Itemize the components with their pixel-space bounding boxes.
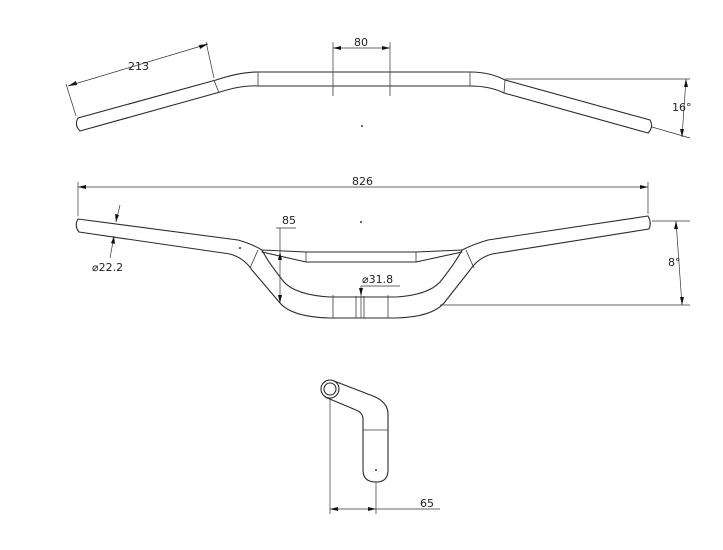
side-view-center-point xyxy=(375,469,377,471)
front-view-bar-upper-edge xyxy=(77,215,649,253)
front-view-bend-right xyxy=(465,249,475,269)
dim-grip-length-label: 213 xyxy=(128,60,149,73)
top-view-grip-mark-left xyxy=(213,79,220,94)
front-view-center-point xyxy=(360,221,362,223)
dim-85-arrow-bottom xyxy=(278,295,282,303)
dim-offset-label: 65 xyxy=(420,497,434,510)
dim-22-arrow-top xyxy=(115,214,119,222)
dim-upsweep-angle-label: 8° xyxy=(668,256,681,269)
dim-8-vertical xyxy=(675,220,683,306)
top-view-center-point xyxy=(361,125,363,127)
dim-213-arrow-right xyxy=(199,44,208,49)
front-view: 826 85 ⌀22.2 ⌀31.8 8° xyxy=(75,175,690,319)
dim-826-arrow-right xyxy=(640,185,648,189)
dim-213-arrow-left xyxy=(68,81,77,86)
dim-8-arrow-bottom xyxy=(680,297,684,305)
dim-65-arrow-right xyxy=(368,507,376,511)
dim-16-ext-end xyxy=(651,126,691,139)
dim-31-arrow xyxy=(359,288,363,296)
side-view: 65 xyxy=(320,379,440,514)
side-view-grip-end-inner xyxy=(323,382,337,396)
dim-85-arrow-top xyxy=(278,252,282,260)
top-view-bar-outer-edge xyxy=(77,71,651,121)
front-view-bar-lower-edge xyxy=(78,228,650,319)
side-view-bar-profile xyxy=(324,380,389,483)
dim-16-arrow-bottom xyxy=(680,129,684,137)
dim-65-arrow-left xyxy=(330,507,338,511)
dim-rise-label: 85 xyxy=(282,214,296,227)
dim-80-arrow-right xyxy=(382,46,390,50)
dim-clamp-diameter-label: ⌀31.8 xyxy=(362,273,393,286)
front-view-bend-dot xyxy=(239,247,241,249)
dim-8-arrow-top xyxy=(674,221,678,229)
dim-213-line xyxy=(67,43,209,87)
front-view-bar-center-inner xyxy=(261,249,463,298)
top-view-grip-mark-right xyxy=(503,79,506,94)
front-view-right-end xyxy=(647,215,651,230)
front-view-bend-left xyxy=(249,249,259,269)
dim-213-ext-left xyxy=(65,83,77,117)
front-view-bar-center-ledge xyxy=(261,251,463,263)
top-view-right-end xyxy=(647,119,653,134)
dim-80-arrow-left xyxy=(333,46,341,50)
dim-grip-diameter-label: ⌀22.2 xyxy=(92,261,123,274)
dim-overall-width-label: 826 xyxy=(352,175,373,188)
dim-16-vertical xyxy=(681,78,687,138)
dim-826-arrow-left xyxy=(78,185,86,189)
dim-16-arrow-top xyxy=(684,79,688,87)
front-view-left-end xyxy=(75,218,80,233)
dim-22-arrow-bottom xyxy=(111,236,115,244)
dim-sweep-angle-label: 16° xyxy=(672,101,692,114)
top-view-left-end xyxy=(75,117,81,132)
dim-center-clamp-width-label: 80 xyxy=(354,36,368,49)
top-view-bar-inner-edge xyxy=(79,85,649,134)
dim-213-ext-right xyxy=(205,41,215,79)
top-view: 213 80 16° xyxy=(65,36,692,139)
